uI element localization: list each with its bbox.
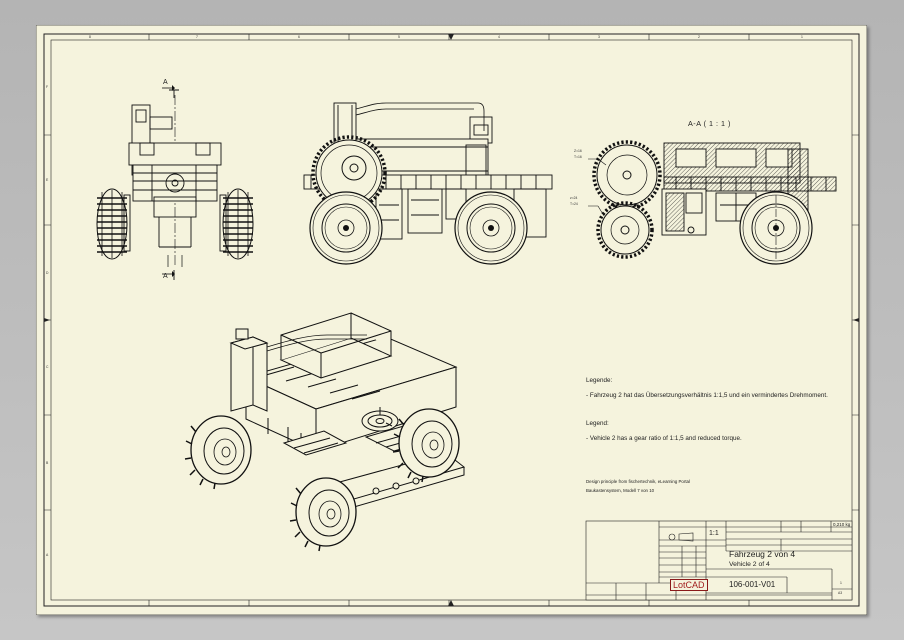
weight-value: 0,210 kg [833, 522, 851, 527]
gear-note-top-1: Z=16 [574, 149, 582, 153]
zone-label-top: 5 [398, 35, 400, 39]
section-view-label: A-A ( 1 : 1 ) [688, 119, 731, 128]
section-marker-top: A [163, 79, 168, 86]
zone-label-top: 7 [196, 35, 198, 39]
zone-label-top: 4 [498, 35, 500, 39]
lotcad-logo: LotCAD [670, 579, 708, 591]
zone-label-top: 8 [89, 35, 91, 39]
zone-label-top: 2 [698, 35, 700, 39]
isometric-view [229, 312, 466, 508]
zone-label-side: A [46, 553, 49, 557]
gear-note-bottom-1: z=24 [570, 196, 578, 200]
zone-ticks [44, 34, 859, 606]
section-marker-bottom: A [163, 273, 168, 280]
zone-label-side: F [46, 85, 49, 89]
section-view [661, 142, 837, 240]
zone-label-side: C [46, 365, 49, 369]
front-view [128, 89, 222, 280]
section-gears [588, 140, 662, 259]
scale-value: 1:1 [709, 530, 719, 537]
credit-line-1: Design principle from fischertechnik, eL… [586, 479, 690, 484]
legend-text-en: - Vehicle 2 has a gear ratio of 1:1,5 an… [586, 435, 742, 442]
drawing-sheet[interactable]: A-A ( 1 : 1 ) A A Z=16 T=16 z=24 T=24 Le… [36, 25, 867, 615]
zone-label-side: D [46, 271, 49, 275]
zone-label-side: E [46, 178, 49, 182]
legend-heading-de: Legende: [586, 377, 613, 384]
title-en: Vehicle 2 of 4 [729, 561, 770, 568]
gear-note-bottom-2: T=24 [570, 202, 578, 206]
title-de: Fahrzeug 2 von 4 [729, 549, 796, 559]
centering-marks [44, 34, 859, 606]
gear-note-top-2: T=16 [574, 155, 582, 159]
zone-label-side: B [46, 461, 49, 465]
sheet-format: A3 [838, 591, 843, 595]
credit-line-2: Baukastensystem, Modell 7 von 10 [586, 488, 655, 493]
legend-text-de: - Fahrzeug 2 hat das Übersetzungsverhält… [586, 392, 828, 399]
side-gear-top [311, 135, 387, 211]
zone-label-top: 1 [801, 35, 803, 39]
drawing-svg [36, 25, 867, 615]
legend-heading-en: Legend: [586, 420, 609, 427]
title-block-lines [585, 520, 853, 601]
zone-label-top: 3 [598, 35, 600, 39]
zone-label-top: 6 [298, 35, 300, 39]
part-number: 106-001-V01 [729, 580, 776, 589]
projection-symbol [668, 532, 694, 542]
sheet-number: 1 [840, 581, 842, 585]
